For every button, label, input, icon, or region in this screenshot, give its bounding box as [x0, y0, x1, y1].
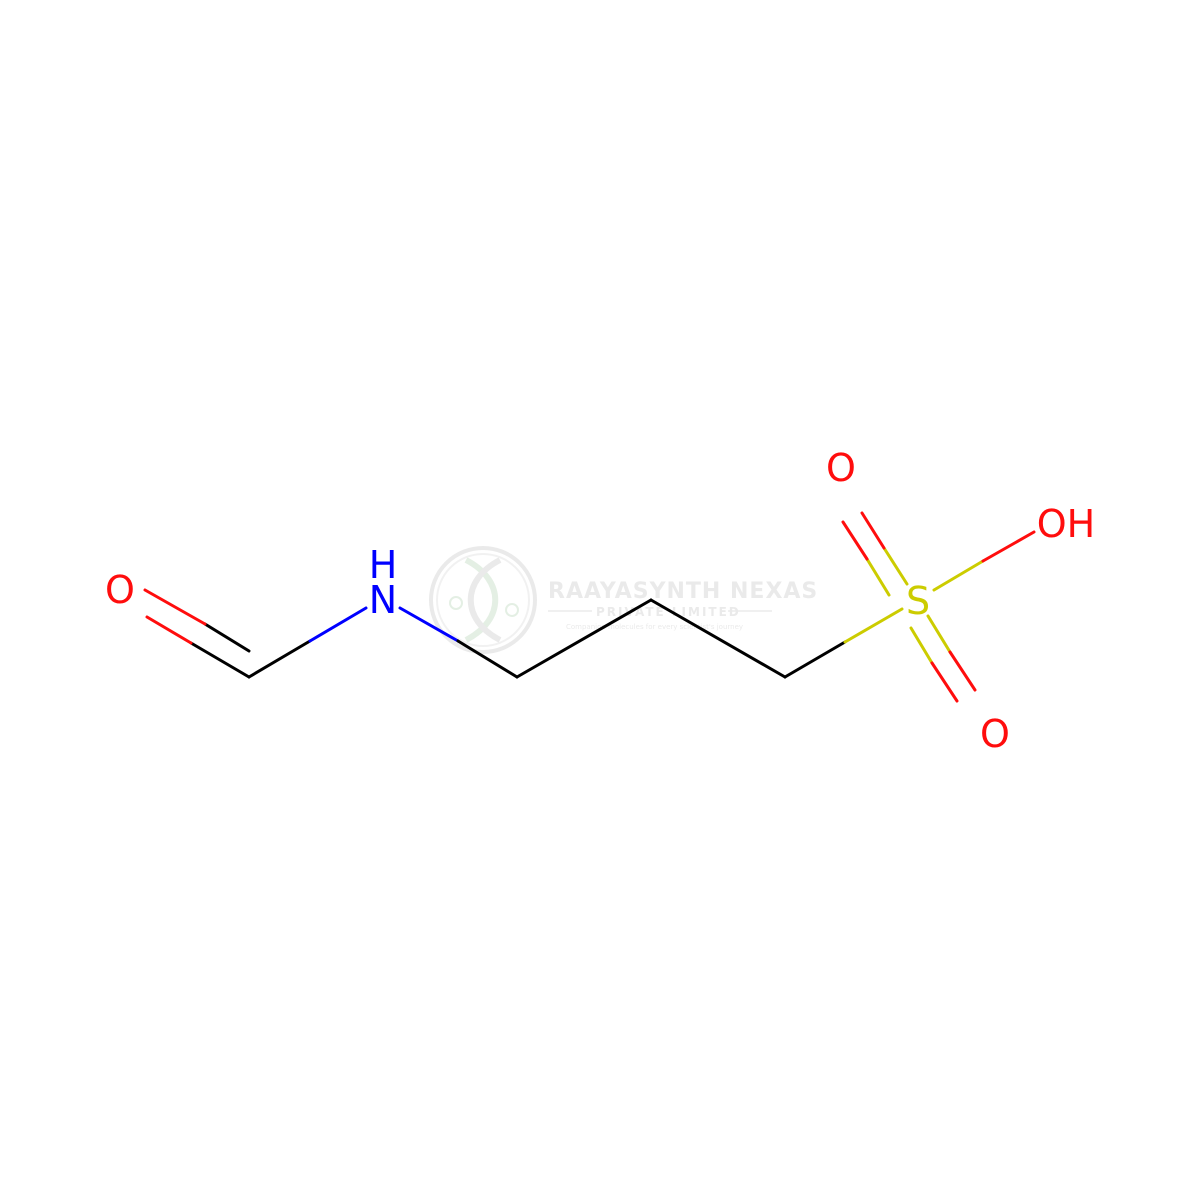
nitrogen-methylene-bond	[398, 606, 519, 679]
sulfur-label: S	[906, 579, 930, 623]
sulfur-hydroxyl-bond	[932, 530, 1036, 592]
chain-bond-2	[649, 598, 787, 679]
carbon-sulfur-bond	[783, 607, 904, 679]
watermark: RAAYASYNTH NEXAS PRIVATE LIMITED Compani…	[429, 546, 818, 654]
sulfonyl-top-double-bond	[841, 511, 909, 597]
watermark-title: RAAYASYNTH NEXAS	[548, 579, 818, 604]
watermark-tagline: Companion molecules for every scientist'…	[566, 623, 743, 631]
formyl-carbonyl-double-bond	[143, 588, 251, 679]
bonds	[143, 511, 1036, 703]
watermark-subtitle: PRIVATE LIMITED	[596, 605, 741, 619]
atom-labels: O H N S O OH O	[105, 446, 1095, 756]
hydroxyl-label: OH	[1037, 502, 1095, 546]
sulfonyl-top-oxygen-label: O	[826, 446, 856, 490]
formyl-oxygen-label: O	[105, 568, 135, 612]
dna-helix-logo-icon	[429, 546, 537, 654]
amide-hydrogen-label: H	[369, 543, 398, 587]
formyl-carbon-nitrogen-bond	[247, 606, 368, 679]
sulfonyl-bottom-oxygen-label: O	[980, 712, 1010, 756]
amide-nitrogen-label: N	[369, 578, 397, 622]
sulfonyl-bottom-double-bond	[909, 614, 977, 703]
chain-bond-1	[515, 598, 653, 679]
